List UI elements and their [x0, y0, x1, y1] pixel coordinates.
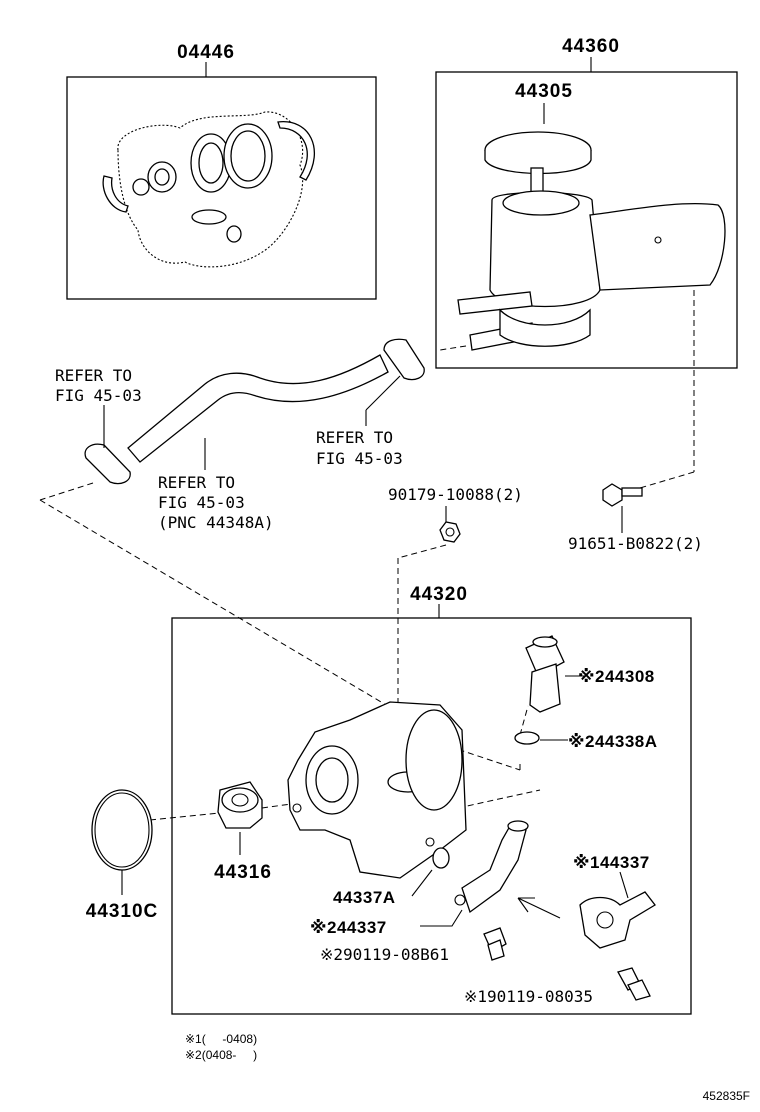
label-refer-mid-2: FIG 45-03 [158, 493, 245, 512]
label-91651-B0822: 91651-B0822(2) [568, 534, 703, 553]
bolt-90119-08035 [617, 967, 651, 1001]
figure-code: 452835F [703, 1089, 750, 1103]
note-2: ※2(0408- ) [185, 1048, 257, 1062]
oring-44338A [514, 731, 540, 745]
label-44320: 44320 [410, 584, 468, 605]
label-44337A: 44337A [333, 888, 396, 907]
return-hose [84, 338, 425, 485]
label-refer-left-2: FIG 45-03 [55, 386, 142, 405]
label-44337-1: ※144337 [573, 853, 650, 872]
label-90179-10088: 90179-10088(2) [388, 485, 523, 504]
pump-box [171, 617, 692, 1015]
label-44308: ※244308 [578, 667, 655, 686]
union-44337 [579, 891, 656, 949]
label-90119-08B61: ※290119-08B61 [320, 945, 449, 964]
label-refer-right-1: REFER TO [316, 428, 393, 447]
label-refer-right-2: FIG 45-03 [316, 449, 403, 468]
bolt-90119-08B61 [483, 927, 507, 961]
label-44360: 44360 [562, 36, 620, 57]
label-90119-08035: ※190119-08035 [464, 987, 593, 1006]
label-44337-2: ※244337 [310, 918, 387, 937]
flow-control-valve-44308 [525, 635, 565, 713]
oring-44310C [91, 789, 153, 871]
label-44316: 44316 [214, 862, 272, 883]
label-refer-left-1: REFER TO [55, 366, 132, 385]
label-44305: 44305 [515, 81, 573, 102]
gear-44316 [217, 781, 263, 829]
reservoir-box [435, 71, 738, 369]
label-04446: 04446 [177, 42, 235, 63]
note-1: ※1( -0408) [185, 1032, 257, 1046]
kit-box [66, 76, 377, 300]
oring-44337A [432, 847, 450, 869]
direction-arrow [517, 897, 561, 919]
gasket-kit-parts [102, 111, 315, 268]
label-44338A: ※244338A [568, 732, 658, 751]
label-refer-mid-1: REFER TO [158, 473, 235, 492]
power-steering-pump [287, 701, 467, 879]
pipe-44337 [454, 820, 529, 914]
nut-90179 [439, 521, 461, 543]
reservoir-tank [457, 131, 726, 351]
label-refer-mid-3: (PNC 44348A) [158, 513, 274, 532]
label-44310C: 44310C [86, 901, 159, 922]
bolt-91651 [602, 483, 643, 507]
